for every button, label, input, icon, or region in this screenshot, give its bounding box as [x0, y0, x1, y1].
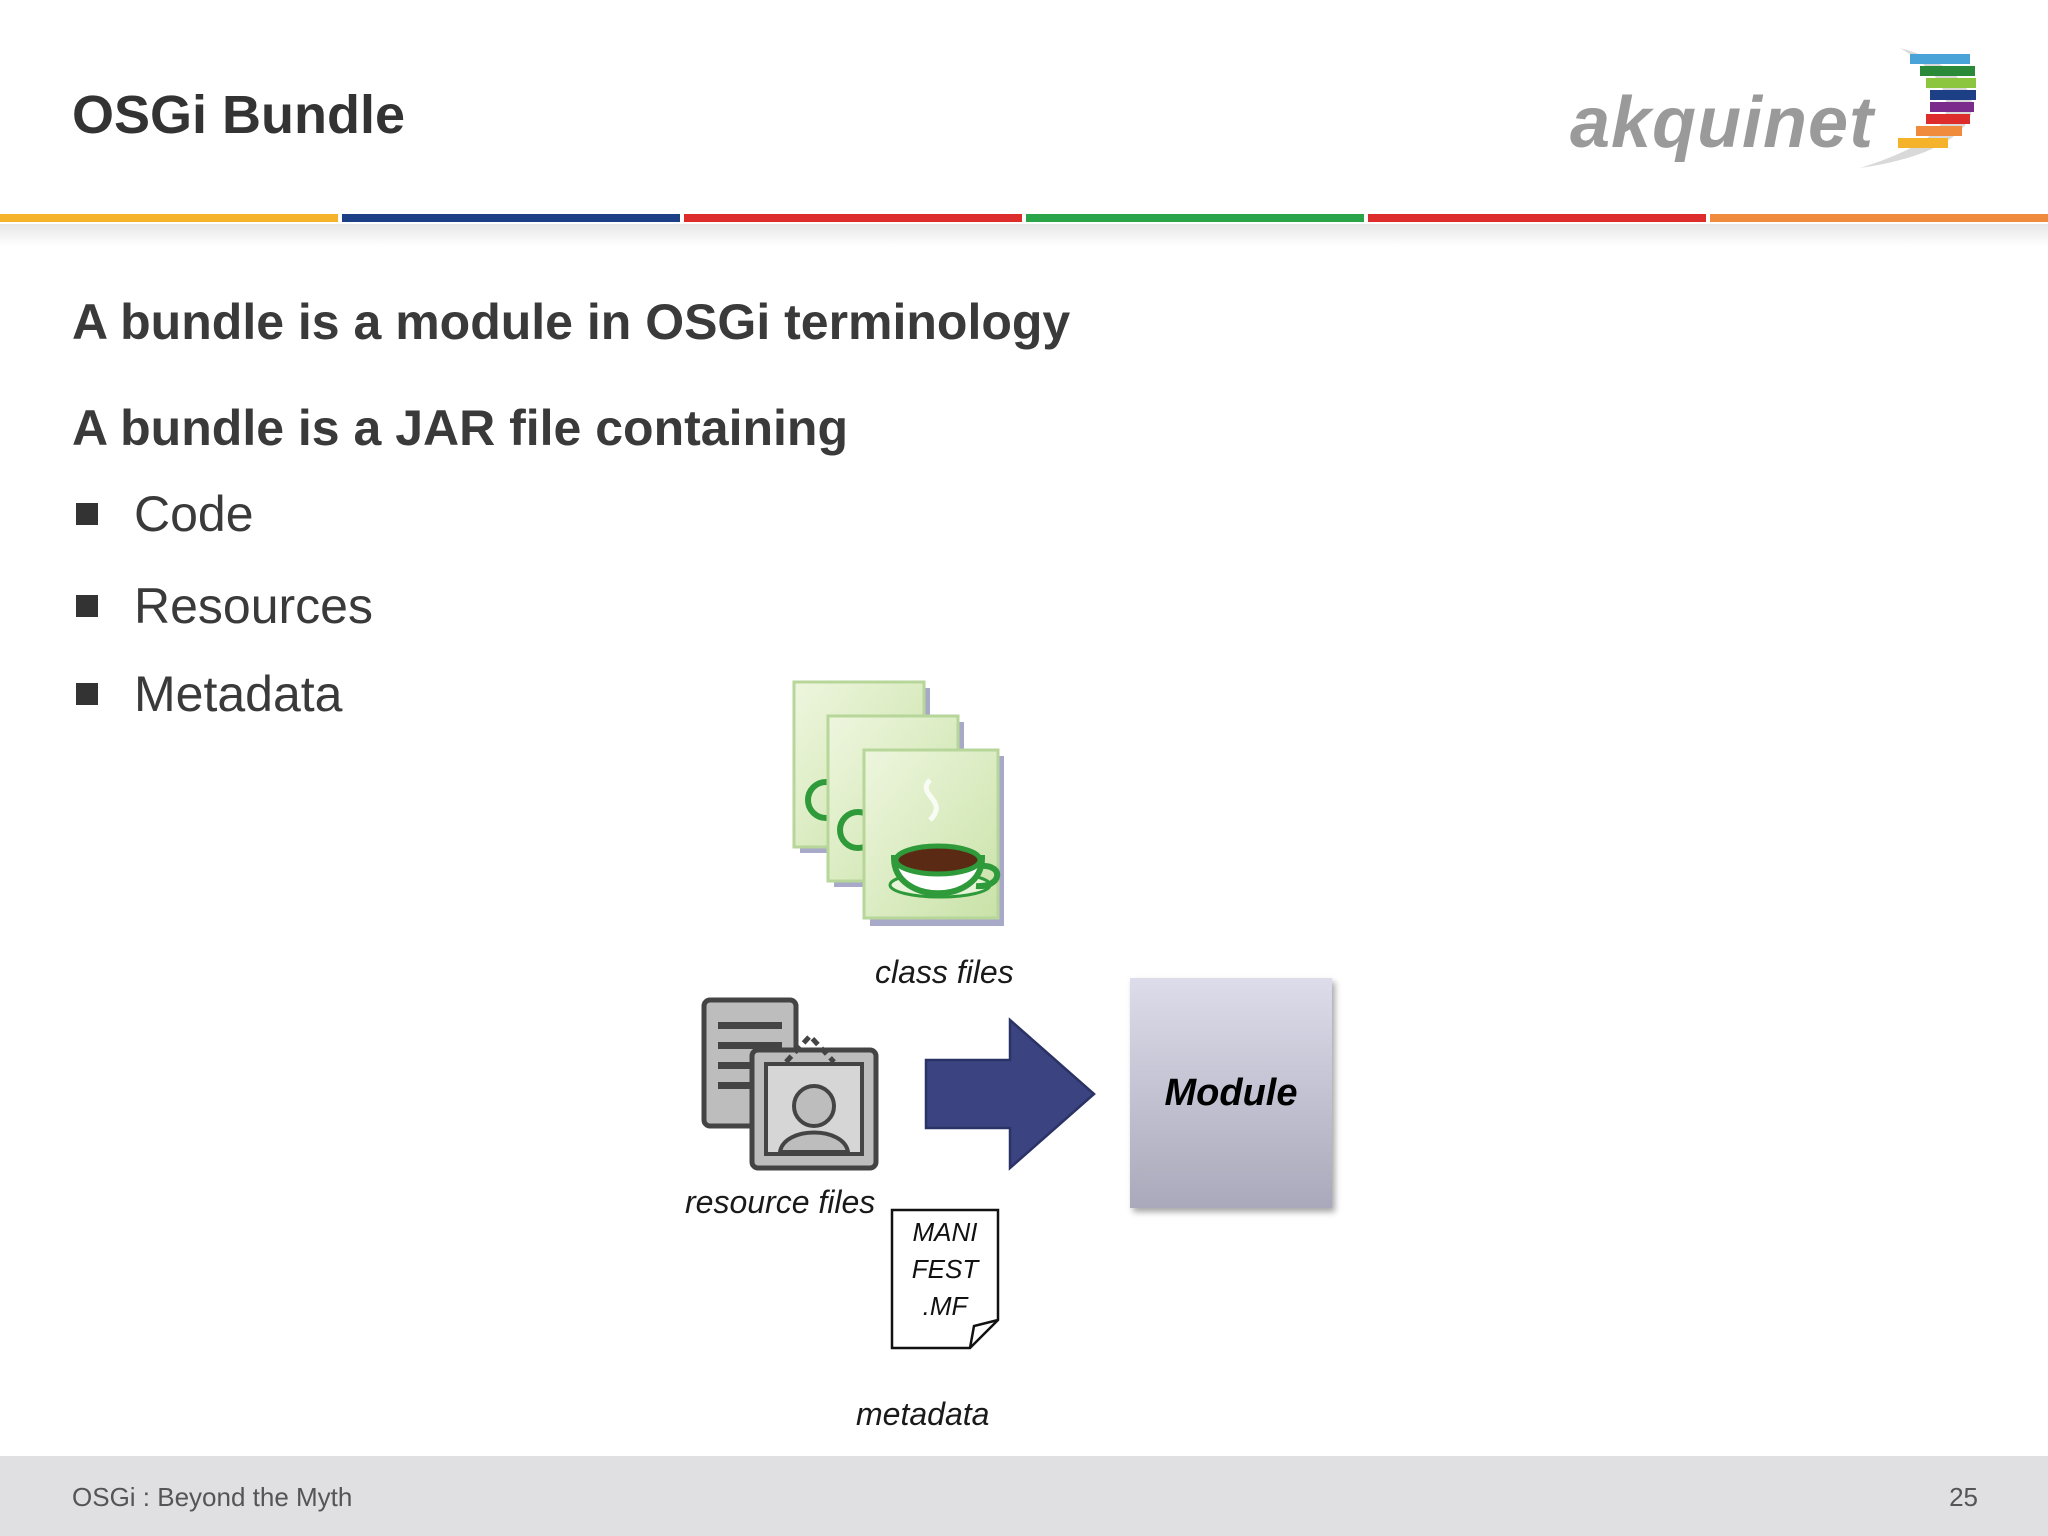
page-number: 25 — [1949, 1482, 1978, 1512]
bullet-square-icon — [76, 595, 98, 617]
resource-files-icon — [701, 997, 879, 1171]
class-files-label: class files — [875, 954, 1014, 990]
bullet-item: Code — [76, 482, 254, 546]
heading-jar: A bundle is a JAR file containing — [72, 400, 849, 456]
stripe-segment-yellow — [0, 214, 338, 222]
manifest-line: MANI — [912, 1217, 978, 1247]
bullet-item: Resources — [76, 574, 373, 638]
stripe-segment-blue — [342, 214, 680, 222]
logo-swoosh-icon — [1860, 48, 1976, 168]
heading-module: A bundle is a module in OSGi terminology — [72, 294, 1071, 350]
metadata-label: metadata — [856, 1396, 990, 1432]
arrow-right-icon — [924, 1017, 1096, 1171]
bullet-item: Metadata — [76, 662, 342, 726]
module-label: Module — [1164, 1071, 1298, 1114]
color-stripe-bar — [0, 214, 2048, 226]
slide-title: OSGi Bundle — [72, 85, 406, 145]
class-files-icon — [792, 680, 1004, 926]
akquinet-logo: akquinet — [1570, 40, 1990, 170]
bullet-text: Metadata — [134, 666, 343, 722]
bullet-square-icon — [76, 503, 98, 525]
stripe-segment-red — [684, 214, 1022, 222]
stripe-segment-red-2 — [1368, 214, 1706, 222]
footer-presentation-title: OSGi : Beyond the Myth — [72, 1482, 353, 1512]
manifest-text: MANI FEST .MF — [890, 1214, 1000, 1325]
bullet-text: Resources — [134, 578, 373, 634]
stripe-shadow — [0, 224, 2048, 246]
bullet-text: Code — [134, 486, 254, 542]
manifest-line: FEST — [911, 1254, 979, 1284]
stripe-segment-green — [1026, 214, 1364, 222]
manifest-line: .MF — [922, 1291, 968, 1321]
resource-files-label: resource files — [685, 1184, 876, 1220]
footer-bar — [0, 1456, 2048, 1536]
logo-text: akquinet — [1570, 83, 1875, 163]
bullet-square-icon — [76, 683, 98, 705]
stripe-segment-orange — [1710, 214, 2048, 222]
manifest-document-icon — [890, 1208, 1000, 1350]
module-box: Module — [1130, 978, 1332, 1208]
